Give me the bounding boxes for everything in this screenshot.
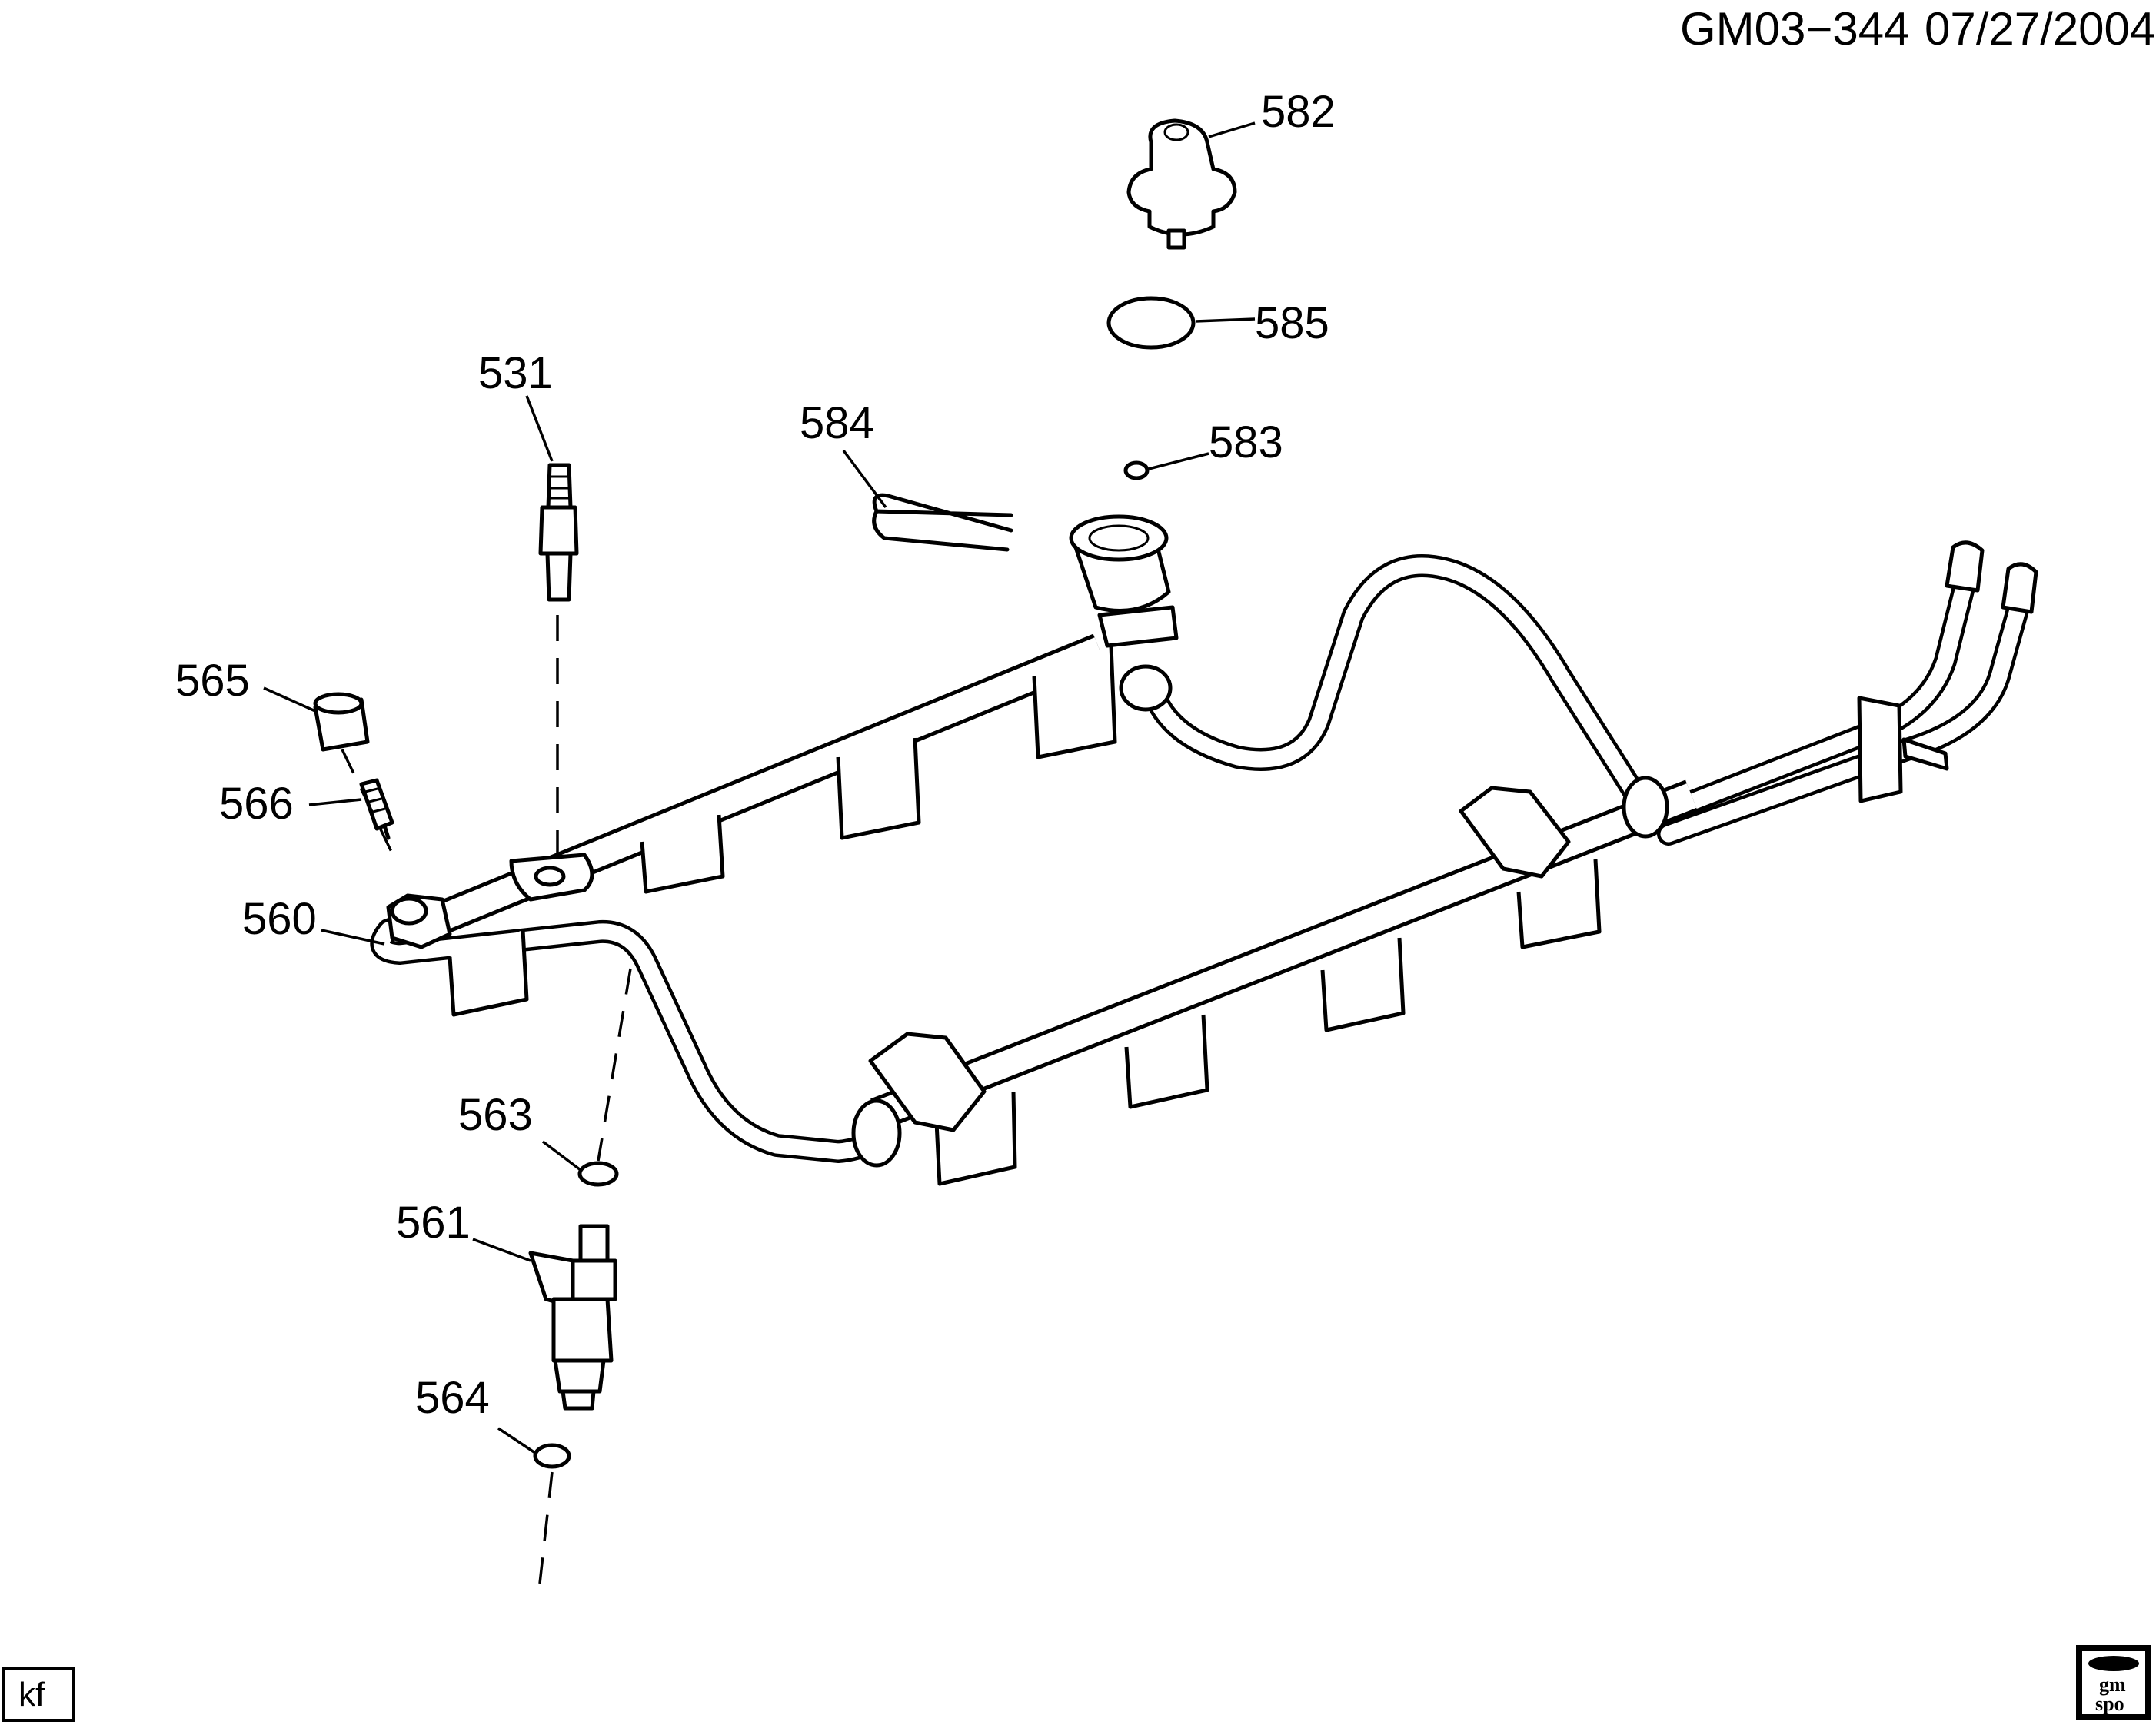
callout-564: 564 xyxy=(415,1373,490,1423)
initials-box: kf xyxy=(2,1667,75,1722)
fuel-feed-lines xyxy=(1657,540,2038,846)
diagram-date: 07/27/2004 xyxy=(1925,3,2155,55)
valve-core-566 xyxy=(359,778,394,840)
leader-lines xyxy=(263,121,1256,1454)
logo-line2: spo xyxy=(2095,1693,2124,1715)
callout-531: 531 xyxy=(478,348,553,398)
callout-566: 566 xyxy=(219,779,294,829)
pressure-regulator-582 xyxy=(1126,118,1237,250)
diagram-code: GM03−344 xyxy=(1680,3,1910,55)
callout-560: 560 xyxy=(242,894,317,944)
cap-565 xyxy=(313,692,370,752)
callout-582: 582 xyxy=(1261,87,1336,137)
seal-563 xyxy=(577,1161,619,1187)
fuel-rail-front xyxy=(851,776,1699,1186)
initials-text: kf xyxy=(18,1676,45,1713)
callout-563: 563 xyxy=(458,1090,533,1140)
o-ring-585 xyxy=(1106,296,1196,350)
crossover-tube-rear xyxy=(1142,554,1645,803)
callout-584: 584 xyxy=(800,398,874,448)
test-port-fitting xyxy=(386,893,452,949)
fuel-rail-rear xyxy=(424,514,1179,1017)
gm-spo-logo: gm spo xyxy=(2076,1645,2151,1720)
fuel-injector-561 xyxy=(528,1224,617,1411)
injector-upper-centerline xyxy=(597,968,632,1162)
cap-centerline xyxy=(341,749,394,854)
injector-lower-centerline xyxy=(538,1471,554,1584)
logo-line1: gm xyxy=(2099,1673,2126,1696)
seal-564 xyxy=(533,1443,571,1469)
callout-565: 565 xyxy=(175,656,250,706)
crossover-tube-front xyxy=(370,903,896,1163)
o-ring-583 xyxy=(1123,460,1150,480)
stud-531 xyxy=(538,463,579,602)
callout-561: 561 xyxy=(396,1198,471,1248)
retainer-clip-584 xyxy=(872,493,1013,552)
callout-585: 585 xyxy=(1255,298,1329,348)
callout-583: 583 xyxy=(1209,417,1283,467)
